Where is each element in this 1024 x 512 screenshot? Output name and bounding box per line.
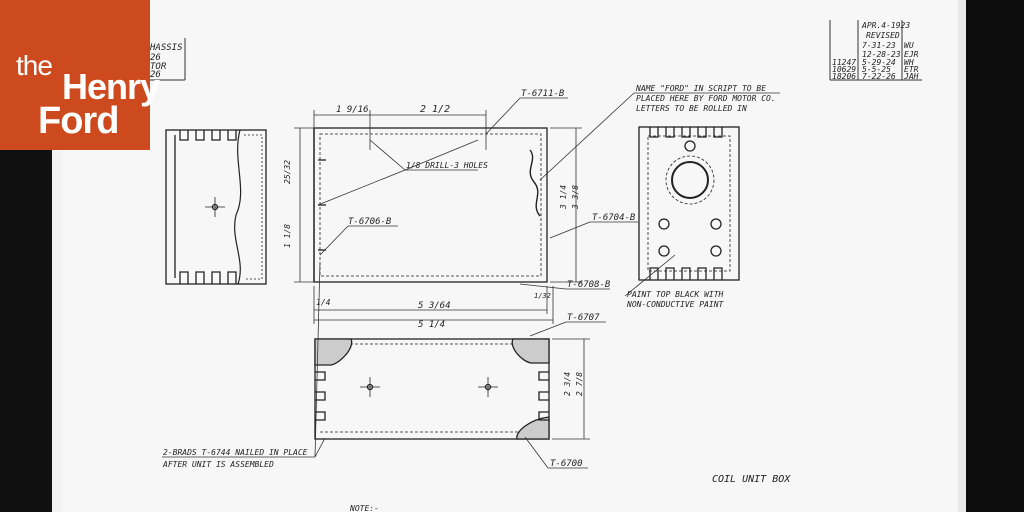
dim-top-mid: 2 1/2 [420,104,450,115]
note-drill: 1/8 DRILL-3 HOLES [406,161,488,170]
part-t6707: T-6707 [567,313,600,323]
part-t6700: T-6700 [550,459,583,469]
dim-front-a: 2 3/4 [563,372,572,396]
note-brads-1: 2-BRADS T-6744 NAILED IN PLACE [163,448,308,457]
part-t6711b: T-6711-B [521,89,565,99]
motor-label: TOR [150,62,167,72]
note-name-ford-1: NAME "FORD" IN SCRIPT TO BE [635,84,766,93]
rev-no-5: 18206 [832,72,856,81]
dim-right-a: 3 1/4 [559,185,568,210]
part-t6706b: T-6706-B [348,217,392,227]
rev-date-3: 5-29-24 [862,58,896,67]
rev-init-1: WU [904,41,914,50]
note-paint-1: PAINT TOP BLACK WITH [627,290,724,299]
rev-date-5: 7-22-26 [862,72,896,81]
film-edge-right [958,0,968,512]
revised-label: REVISED [866,31,900,40]
rev-date-1: 7-31-23 [862,41,896,50]
note-brads-2: AFTER UNIT IS ASSEMBLED [162,460,274,469]
logo-text-henry: Henry [62,66,160,107]
motor-value: 26 [150,70,161,80]
revision-original-date: APR.4-1923 [861,21,910,30]
revision-block [829,20,922,81]
dim-front-b: 2 7/8 [575,372,584,396]
note-name-ford-3: LETTERS TO BE ROLLED IN [636,104,747,113]
note-paint-2: NON-CONDUCTIVE PAINT [626,300,725,309]
end-view [638,126,740,281]
film-border-right [966,0,1024,512]
drawing-title: COIL UNIT BOX [712,474,791,485]
dim-left-upper: 25/32 [283,160,292,184]
rev-init-2: EJR [904,50,919,59]
rev-date-4: 5-5-25 [862,65,891,74]
top-view [313,127,548,283]
part-t6704b: T-6704-B [592,213,636,223]
dim-bottom-small: 1/4 [316,298,331,307]
dim-left-lower: 1 1/8 [283,224,292,248]
rev-init-4: ETR [904,65,919,74]
dim-top-left: 1 9/16 [336,105,369,115]
rev-init-5: JAH [903,72,919,81]
logo-text-the: the [16,50,53,81]
chassis-value: 26 [150,53,161,63]
note-name-ford-2: PLACED HERE BY FORD MOTOR CO. [636,94,776,103]
dim-bottom-a: 5 3/64 [418,301,451,311]
rev-date-2: 12-28-23 [862,50,901,59]
chassis-label: HASSIS [149,43,183,53]
rev-no-4: 10629 [832,65,856,74]
logo-text-ford: Ford [38,100,119,142]
dim-bottom-b: 5 1/4 [418,320,445,330]
front-view [314,338,550,440]
blueprint-sheet [62,0,958,512]
side-view [165,129,267,285]
henry-ford-logo: the Henry Ford [0,0,160,150]
rev-init-3: WH [904,58,914,67]
dim-bottom-right: 1/32 [534,292,551,300]
dim-right-b: 3 3/8 [571,185,580,210]
note-label: NOTE:- [349,504,379,512]
rev-no-3: 11247 [832,58,856,67]
part-t6708b: T-6708-B [567,280,611,290]
